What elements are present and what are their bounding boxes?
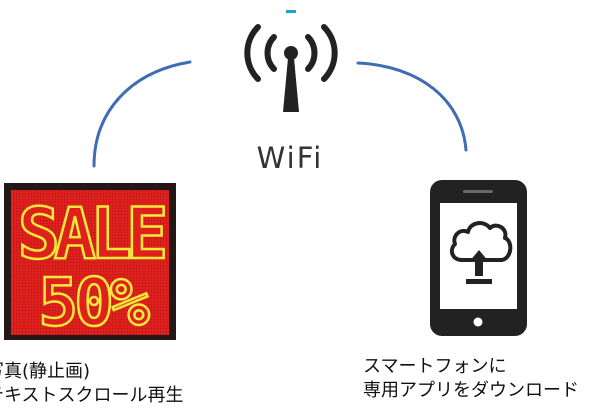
caption-left: 写真(静止画) テキストスクロール再生 <box>0 360 183 408</box>
led-sign-line1: SALE <box>18 193 164 275</box>
led-sign: SALE 50% <box>4 183 176 342</box>
wifi-antenna-icon <box>244 24 338 112</box>
caption-right: スマートフォンに 専用アプリをダウンロード <box>363 355 579 403</box>
accent-tick <box>286 10 296 13</box>
caption-left-line1: 写真(静止画) <box>0 361 91 382</box>
connector-left <box>92 60 192 168</box>
caption-right-line2: 専用アプリをダウンロード <box>363 380 579 401</box>
caption-left-line2: テキストスクロール再生 <box>0 385 184 406</box>
led-sign-line2: 50% <box>38 264 149 341</box>
cloud-upload-icon <box>449 221 513 284</box>
smartphone-icon <box>430 180 527 336</box>
caption-right-line1: スマートフォンに <box>363 356 507 377</box>
wifi-label: WiFi <box>257 141 324 175</box>
connector-right <box>356 61 468 152</box>
